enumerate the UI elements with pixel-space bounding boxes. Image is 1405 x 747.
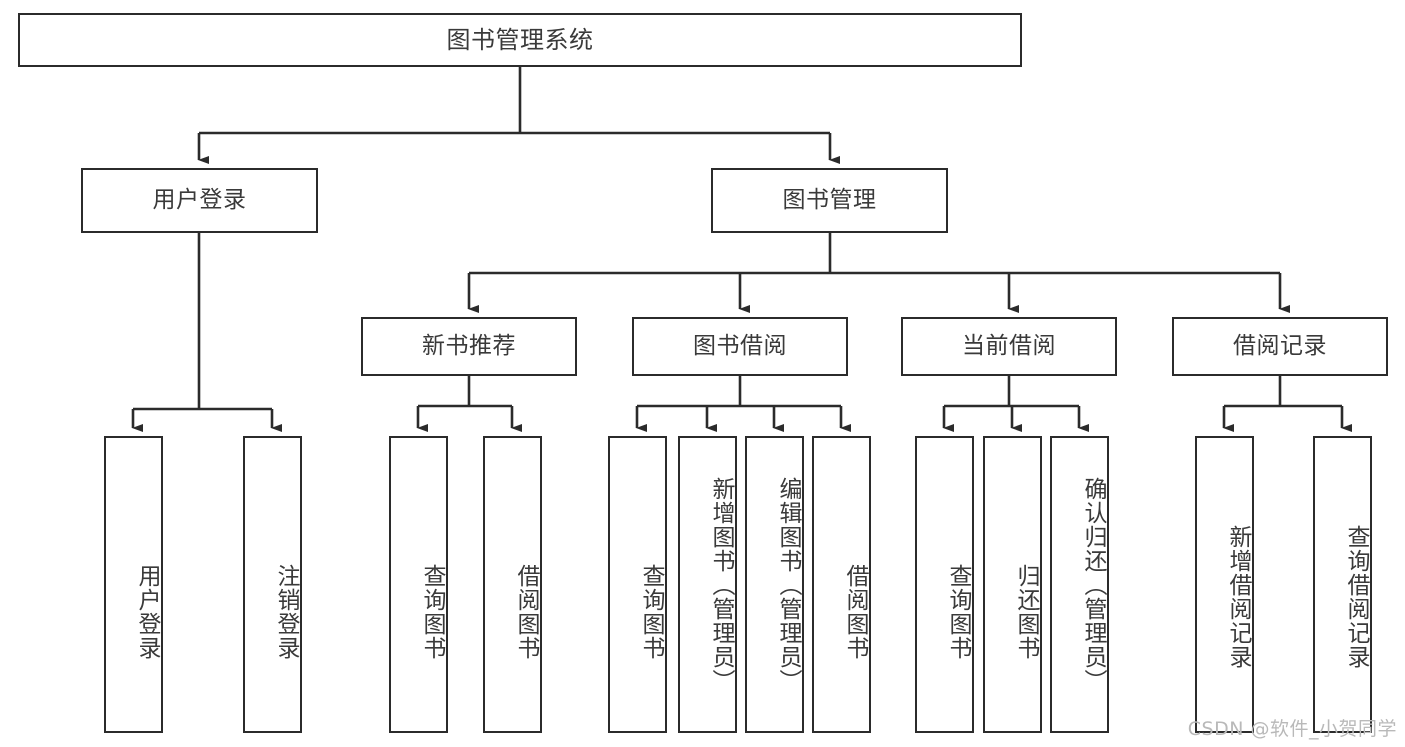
node-book-management[interactable]: 图书管理	[711, 168, 948, 233]
node-leaf-query-book-3[interactable]: 查询图书	[915, 436, 974, 733]
node-user-login[interactable]: 用户登录	[81, 168, 318, 233]
node-leaf-user-logout[interactable]: 注销登录	[243, 436, 302, 733]
node-leaf-confirm-return[interactable]: 确认归还（管理员）	[1050, 436, 1109, 733]
node-leaf-edit-book[interactable]: 编辑图书（管理员）	[745, 436, 804, 733]
node-leaf-borrow-book-2[interactable]: 借阅图书	[812, 436, 871, 733]
node-leaf-query-book-1[interactable]: 查询图书	[389, 436, 448, 733]
node-root[interactable]: 图书管理系统	[18, 13, 1022, 67]
node-current-borrow[interactable]: 当前借阅	[901, 317, 1117, 376]
node-new-book-recommend[interactable]: 新书推荐	[361, 317, 577, 376]
node-book-borrow[interactable]: 图书借阅	[632, 317, 848, 376]
node-leaf-query-book-2[interactable]: 查询图书	[608, 436, 667, 733]
node-borrow-record[interactable]: 借阅记录	[1172, 317, 1388, 376]
node-leaf-user-login[interactable]: 用户登录	[104, 436, 163, 733]
node-leaf-add-record[interactable]: 新增借阅记录	[1195, 436, 1254, 733]
node-leaf-borrow-book-1[interactable]: 借阅图书	[483, 436, 542, 733]
node-leaf-add-book[interactable]: 新增图书（管理员）	[678, 436, 737, 733]
node-leaf-return-book[interactable]: 归还图书	[983, 436, 1042, 733]
node-leaf-query-record[interactable]: 查询借阅记录	[1313, 436, 1372, 733]
